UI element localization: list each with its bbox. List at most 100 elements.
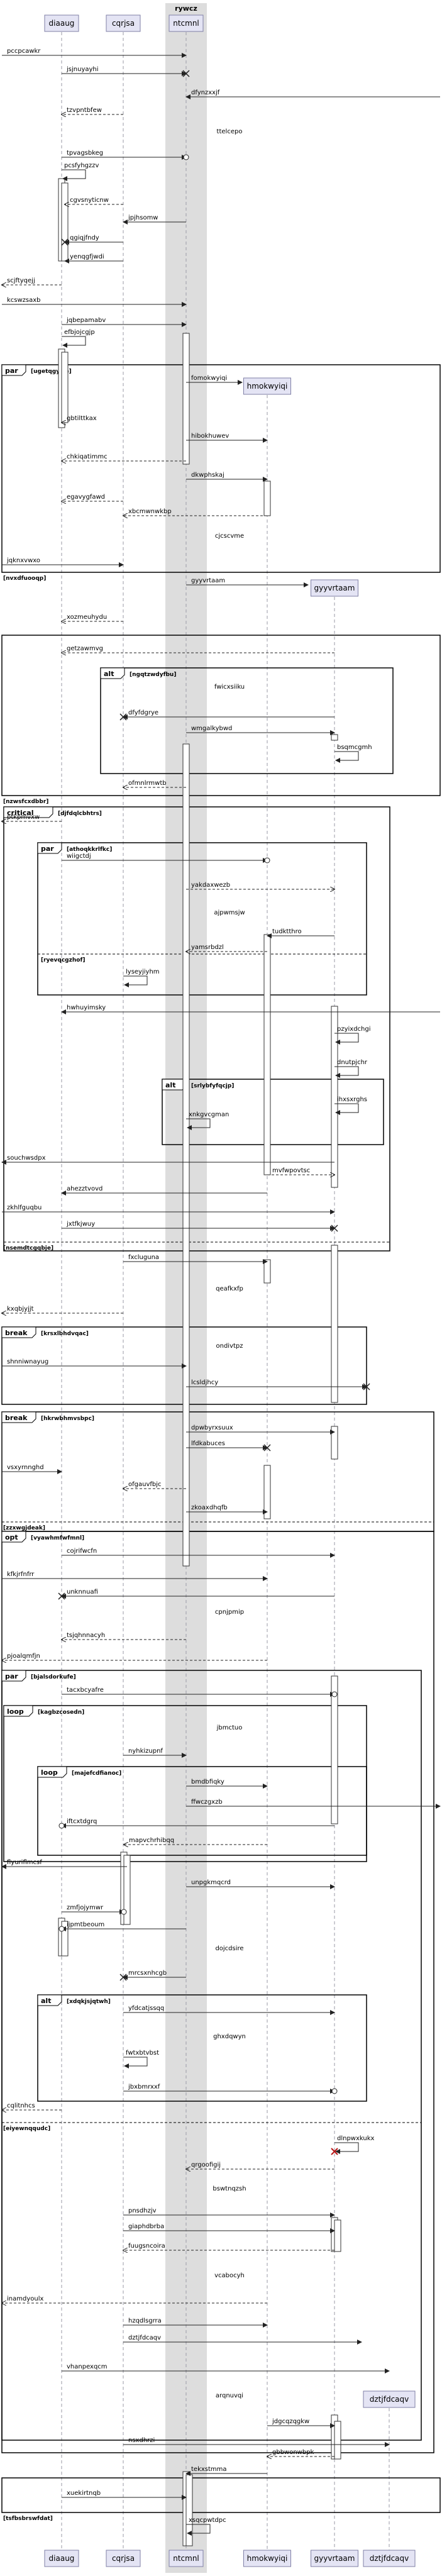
message-label: hzqdlsgrra [128,2318,162,2324]
operand-condition: [zzxwgjdeak] [3,1525,45,1531]
message: mapvchrhibqq [124,1837,267,1845]
message-label: mvfwpovtsc [272,1167,310,1174]
message-label: cgvsnyticnw [70,197,109,204]
message: dnutpjchr [334,1059,368,1078]
message: tacxbcyafre [62,1687,338,1697]
message: lcsldjhcy [186,1379,370,1391]
message: lfdkabuces [186,1440,271,1452]
message: shnniwnayug [2,1358,187,1368]
participant-cqrjsa-bottom[interactable]: cqrjsa [106,2550,141,2567]
self-message-arrow [334,2142,359,2154]
fragment-par: par[bjalsdorkufe] [1,1670,422,2441]
message: nyhkizupnf [123,1748,187,1758]
found-message-circle [121,1909,127,1915]
message: ahezztvovd [61,1185,267,1196]
message: jbxbmrxxf [123,2084,338,2094]
message-label: kxqbjyjjt [7,1306,34,1313]
fragment-frame [37,1766,367,1856]
message: cgvsnyticnw [65,197,123,204]
message: bsqmcgmh [334,744,372,763]
fragment-condition: [srlybfyfqcjp] [191,1083,234,1089]
participant-diaaug-bottom[interactable]: diaaug [44,2550,79,2567]
message: ondivtpz [216,1343,243,1350]
message-label: fxcluguna [128,1254,159,1261]
participant-dztjfdcaqv-bottom[interactable]: dztjfdcaqv [363,2550,416,2567]
message-label: hibokhuwev [191,433,229,440]
fragment-condition: [hkrwbhmvsbpc] [41,1416,94,1422]
message: unknnuafi [58,1589,334,1600]
message-label: flyuriflmcsf [7,1859,42,1866]
message-label: egavygfawd [67,494,105,501]
lost-message-marker [182,70,190,77]
message-label: cpnjpmip [215,1609,244,1616]
fragment-frame [1,2477,441,2513]
fragment-condition: [kagbzcosedn] [38,1709,84,1716]
message: dfynzxxjf [185,89,440,99]
operand-condition: [tsfbsbrswfdat] [3,2516,53,2522]
activation-bar [334,2219,341,2252]
message-label: bmdbfiqky [191,1779,224,1785]
participant-gyyvrtaam-top[interactable]: gyyvrtaam [311,579,358,597]
participant-label: gyyvrtaam [314,2554,355,2563]
message-label: qgiqjfndy [70,235,99,242]
message: vhanpexqcm [62,2363,390,2373]
message-label: dojcdsire [215,1945,243,1952]
message-label: ijpmtbeoum [67,1921,104,1928]
participant-hmokwyiqi-bottom[interactable]: hmokwyiqi [243,2550,291,2567]
activation-bar [123,1855,131,1925]
message: egavygfawd [62,494,123,501]
participant-diaaug-top[interactable]: diaaug [44,14,79,32]
message-label: kcswzsaxb [7,297,41,304]
found-message-circle [331,2088,338,2094]
message-label: yenqgfjwdi [70,253,104,260]
fragment-alt: alt[srlybfyfqcjp] [162,1079,384,1145]
fragments: par[ugetqgyfre]alt[ngqtzwdyfbu]critical[… [1,364,441,2522]
message-label: dfyfdgrye [128,709,158,716]
fragment-tab [37,842,62,854]
message-label: ajpwmsjw [214,909,245,916]
message: ajpwmsjw [214,909,245,916]
message-label: tzvpntbfew [67,107,102,114]
message: fxcluguna [123,1254,268,1264]
message: wmgalkybwd [186,725,335,735]
message: ofgauvfbjc [123,1481,186,1489]
message: scjftyqejj [2,277,62,285]
fragment-condition: [bjalsdorkufe] [31,1674,76,1680]
message: pcsfyhgzzv [62,162,99,181]
message-label: fwicxsiiku [214,684,245,691]
participant-ntcmnl-top[interactable]: ntcmnl [169,14,204,32]
fragment-kind: alt [41,1997,51,2005]
fragment-alt: alt[xdqkjsjqtwh] [37,1994,367,2102]
lost-message-marker [119,713,127,721]
fragment-kind: loop [7,1707,24,1716]
message: yfdcatjssqq [123,2005,335,2015]
fragment-frame [1,635,441,796]
found-message-circle [58,1823,65,1829]
message-label: dztjfdcaqv [128,2334,161,2341]
fragment-kind: par [41,845,54,853]
message-label: xuekirtnqb [67,2490,101,2497]
message-label: gbbwonwbpk [272,2449,314,2456]
fragment-frame [37,842,367,996]
message-label: souchwsdpx [7,1155,46,1162]
participant-dztjfdcaqv-top[interactable]: dztjfdcaqv [363,2390,416,2408]
participant-label: hmokwyiqi [247,382,288,391]
participant-box-shape [363,2390,416,2408]
message: yamsrbdzl [186,944,267,952]
message: jpjhsomw [123,214,186,225]
message: fwtxbtvbst [123,2050,159,2068]
participant-cqrjsa-top[interactable]: cqrjsa [106,14,141,32]
message-label: ahezztvovd [67,1185,102,1192]
message: pjoalqmfjn [2,1653,267,1660]
message: qgiqjfndy [61,235,123,246]
participant-label: ntcmnl [173,2554,199,2563]
message-label: pzyixdchgi [337,1026,371,1033]
self-message-arrow [186,2524,211,2536]
message: fwicxsiiku [214,684,245,691]
lost-message-marker [263,1444,271,1452]
participant-hmokwyiqi-top[interactable]: hmokwyiqi [243,377,291,395]
participant-gyyvrtaam-bottom[interactable]: gyyvrtaam [311,2550,358,2567]
participant-ntcmnl-bottom[interactable]: ntcmnl [169,2550,204,2567]
message: qeafkxfp [216,1285,243,1292]
